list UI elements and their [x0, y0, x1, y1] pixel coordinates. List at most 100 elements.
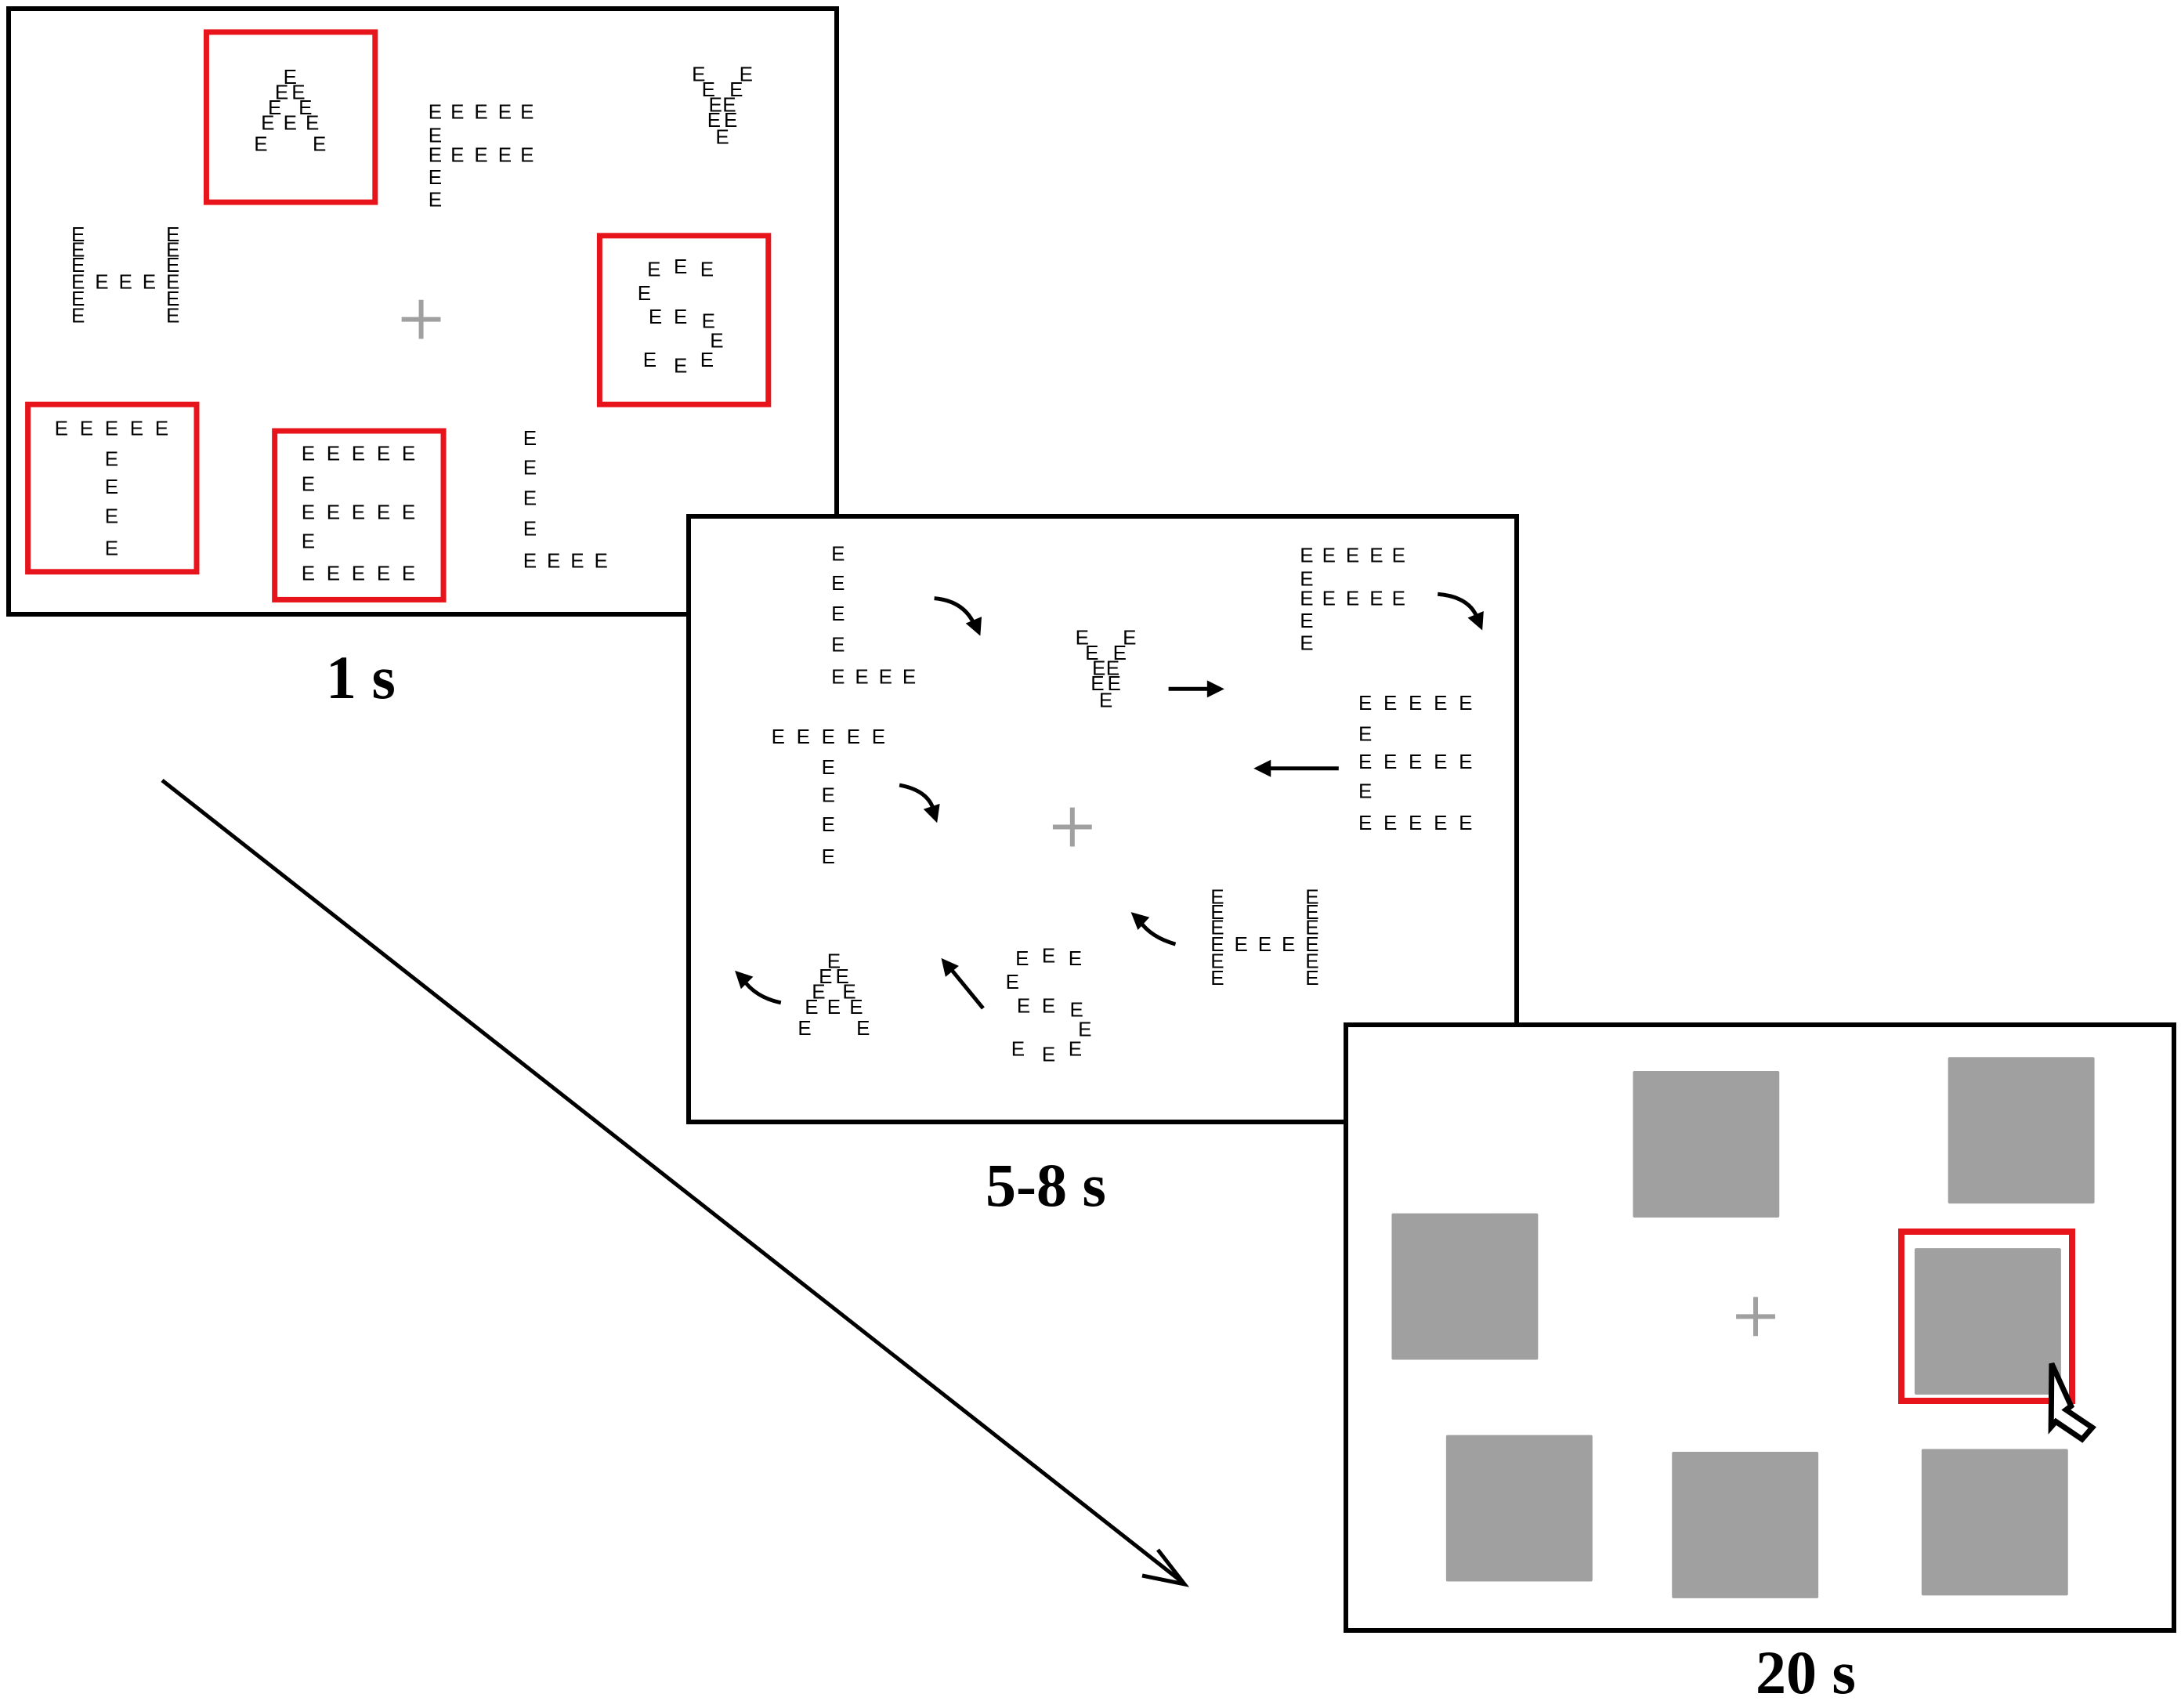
motion-arrow: [934, 596, 982, 636]
letter-element: E: [822, 725, 835, 748]
letter-element: E: [306, 111, 319, 135]
letter-element: E: [402, 562, 415, 585]
panel-response: [1344, 1022, 2176, 1633]
letter-element: E: [831, 602, 845, 625]
letter-element: E: [95, 270, 108, 294]
letter-element: E: [1358, 750, 1372, 773]
letter-element: E: [474, 143, 487, 167]
letter-element: E: [377, 442, 390, 465]
letter-element: E: [450, 143, 464, 167]
letter-element: E: [1346, 543, 1359, 566]
letter-element: E: [1305, 916, 1318, 939]
letter-element: E: [1305, 932, 1318, 956]
letter-element: E: [429, 188, 442, 212]
time-arrow: [161, 779, 1190, 1587]
placeholder-square[interactable]: [1921, 1449, 2068, 1596]
letter-element: E: [1300, 609, 1313, 632]
letter-element: E: [291, 80, 305, 103]
letter-element: E: [1383, 811, 1397, 834]
letter-element: E: [827, 995, 841, 1019]
letter-element: E: [1017, 993, 1030, 1017]
letter-element: E: [1069, 946, 1082, 970]
letter-element: E: [729, 78, 743, 101]
letter-element: E: [523, 426, 537, 450]
letter-element: E: [498, 100, 512, 123]
fixation-cross: [1052, 807, 1092, 847]
selected-placeholder-box: [1898, 1229, 2075, 1404]
letter-element: E: [1383, 691, 1397, 715]
letter-element: E: [166, 270, 179, 294]
letter-element: E: [1108, 671, 1121, 695]
letter-element: E: [105, 505, 118, 528]
letter-element: E: [822, 755, 835, 779]
placeholder-square[interactable]: [1633, 1071, 1780, 1218]
letter-element: E: [523, 549, 537, 573]
letter-element: E: [1078, 1018, 1091, 1041]
letter-element: E: [523, 517, 537, 541]
letter-element: E: [327, 442, 340, 465]
letter-element: E: [1322, 587, 1336, 610]
letter-element: E: [1300, 631, 1313, 655]
letter-element: E: [352, 442, 365, 465]
letter-element: E: [498, 143, 512, 167]
letter-element: E: [166, 238, 179, 262]
placeholder-square[interactable]: [1914, 1248, 2061, 1395]
letter-element: E: [872, 725, 885, 748]
letter-element: E: [71, 253, 85, 277]
placeholder-square[interactable]: [1672, 1451, 1819, 1598]
letter-element: E: [1409, 691, 1422, 715]
letter-element: E: [1358, 779, 1372, 802]
letter-element: E: [71, 303, 85, 327]
letter-element: E: [1434, 750, 1447, 773]
letter-element: E: [352, 500, 365, 523]
placeholder-square[interactable]: [1445, 1435, 1593, 1582]
letter-element: E: [798, 1016, 811, 1040]
letter-element: E: [1358, 811, 1372, 834]
letter-element: E: [71, 270, 85, 294]
letter-element: E: [166, 223, 179, 246]
letter-element: E: [402, 500, 415, 523]
mouse-cursor-icon: [2048, 1362, 2096, 1443]
letter-element: E: [595, 549, 608, 573]
letter-element: E: [105, 475, 118, 498]
letter-element: E: [105, 447, 118, 471]
panel-tracking-frame: [686, 514, 1519, 1124]
letter-element: E: [1434, 691, 1447, 715]
letter-element: E: [1258, 932, 1271, 956]
letter-element: E: [547, 549, 560, 573]
letter-element: E: [402, 442, 415, 465]
letter-element: E: [302, 472, 315, 496]
letter-element: E: [1300, 567, 1313, 591]
letter-element: E: [700, 348, 714, 371]
letter-element: E: [1076, 625, 1089, 649]
letter-element: E: [166, 287, 179, 310]
letter-element: E: [674, 255, 687, 278]
cue-box-t: [25, 401, 200, 575]
letter-element: E: [835, 964, 848, 988]
letter-element: E: [377, 562, 390, 585]
placeholder-square[interactable]: [1948, 1057, 2095, 1204]
letter-element: E: [902, 664, 916, 688]
letter-element: E: [570, 549, 584, 573]
fixation-cross: [401, 299, 441, 339]
letter-element: E: [429, 100, 442, 123]
placeholder-square[interactable]: [1391, 1213, 1539, 1360]
panel-response-fixation: [1736, 1297, 1775, 1337]
letter-element: E: [1210, 885, 1224, 909]
letter-element: E: [261, 111, 274, 135]
time-label-tracking: 5-8 s: [986, 1151, 1106, 1219]
letter-element: E: [523, 455, 537, 479]
